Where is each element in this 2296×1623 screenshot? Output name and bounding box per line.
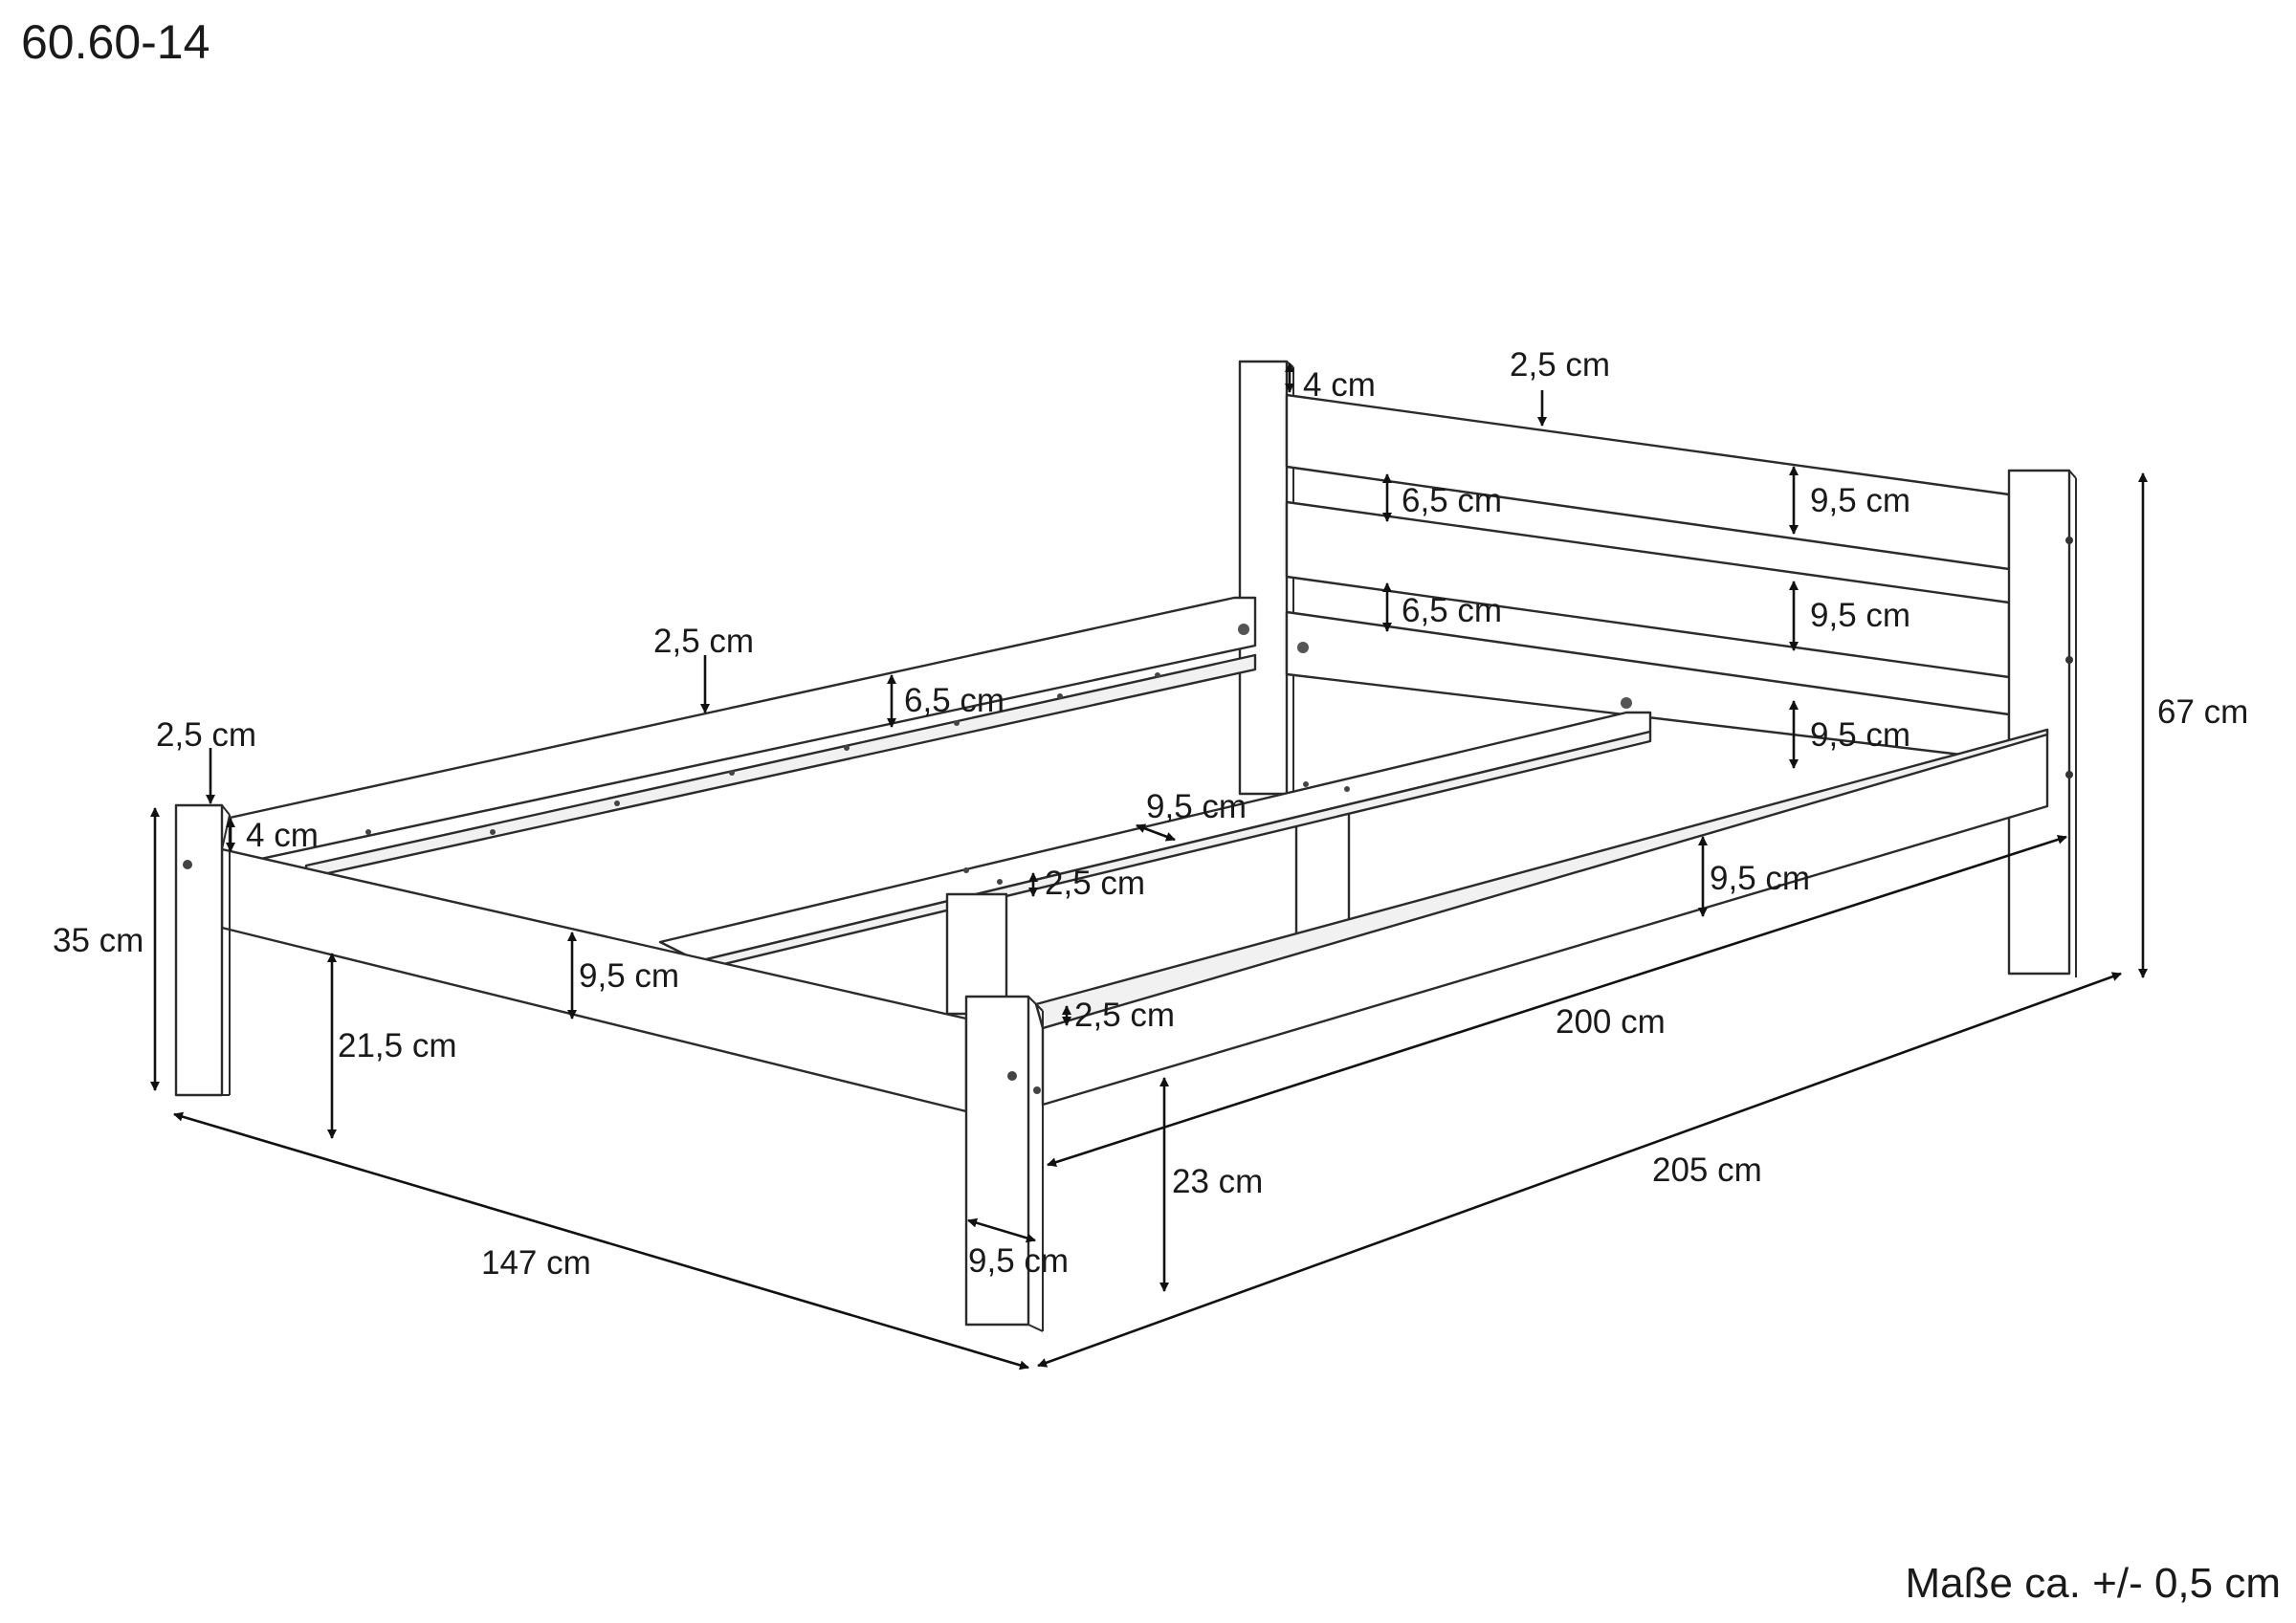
product-code: 60.60-14 [21, 15, 210, 69]
headboard [1238, 360, 2077, 977]
label-headboard-slat-bottom: 9,5 cm [1810, 716, 1910, 754]
label-foot-clearance: 21,5 cm [338, 1027, 457, 1064]
label-foot-rail-height: 9,5 cm [579, 957, 679, 995]
label-back-rail-ledge-height: 6,5 cm [904, 682, 1004, 719]
dimension-labels: 4 cm 2,5 cm 6,5 cm 6,5 cm 9,5 cm 9,5 cm … [53, 346, 2248, 1282]
label-back-rail-thickness: 2,5 cm [653, 623, 754, 660]
front-side-rail [1034, 728, 2049, 1107]
foot-post-left [174, 803, 231, 1097]
label-front-rail-thickness: 2,5 cm [1074, 997, 1175, 1034]
label-headboard-post-cap: 4 cm [1303, 366, 1376, 404]
label-center-beam-width: 9,5 cm [1146, 788, 1247, 825]
label-total-length: 205 cm [1652, 1151, 1762, 1189]
label-foot-post-thickness: 2,5 cm [156, 716, 256, 754]
label-front-rail-height: 9,5 cm [1710, 860, 1810, 897]
label-headboard-slat-middle: 9,5 cm [1810, 597, 1910, 634]
tolerance-note: Maße ca. +/- 0,5 cm [1905, 1560, 2281, 1607]
label-total-height: 67 cm [2157, 693, 2248, 731]
headboard-post-left [1238, 360, 1289, 796]
label-side-clearance: 23 cm [1172, 1163, 1263, 1200]
headboard-post-right [2007, 469, 2071, 976]
label-foot-height: 35 cm [53, 922, 144, 959]
label-headboard-slat-thickness: 2,5 cm [1510, 346, 1610, 384]
label-foot-post-cap: 4 cm [246, 817, 319, 854]
foot-post-right [964, 995, 1044, 1332]
label-headboard-slat-top: 9,5 cm [1810, 482, 1910, 519]
label-headboard-gap-lower: 6,5 cm [1402, 592, 1502, 629]
label-headboard-gap-upper: 6,5 cm [1402, 482, 1502, 519]
label-inner-length: 200 cm [1556, 1003, 1666, 1041]
bed-frame [174, 360, 2077, 1332]
dimension-lines [150, 362, 2148, 1371]
label-total-width: 147 cm [481, 1244, 591, 1282]
label-leg-width: 9,5 cm [968, 1242, 1069, 1280]
label-center-beam-thickness: 2,5 cm [1045, 865, 1145, 902]
